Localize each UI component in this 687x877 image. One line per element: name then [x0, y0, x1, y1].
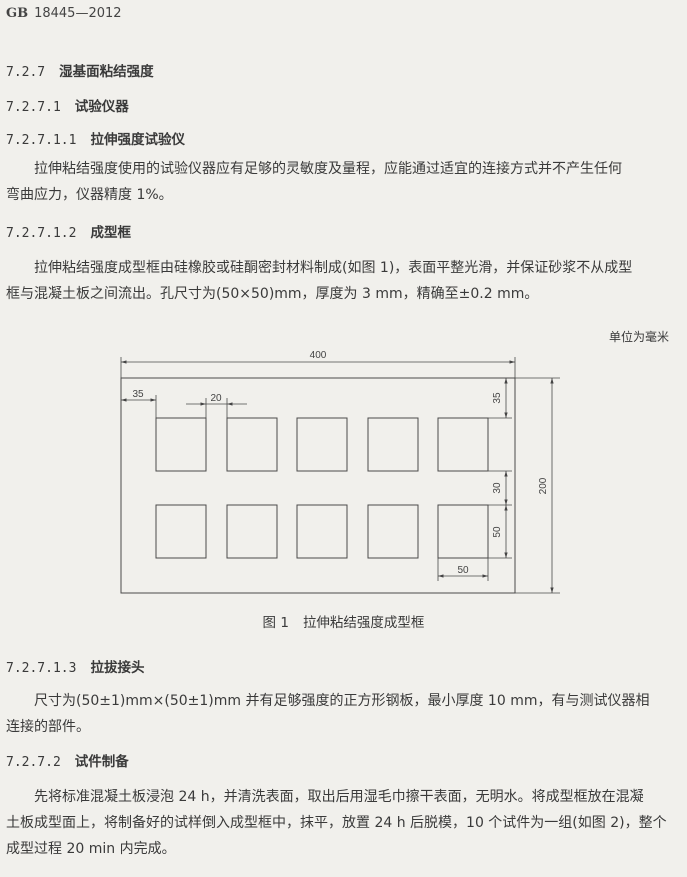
- hole: [296, 504, 348, 559]
- dim-width: 400: [310, 350, 327, 361]
- mold-frame-outline: [120, 377, 516, 594]
- standard-header: GB 18445—2012: [6, 6, 122, 21]
- unit-note: 单位为毫米: [608, 330, 669, 344]
- hole: [226, 417, 278, 472]
- hole: [437, 417, 489, 472]
- paragraph: 尺寸为(50±1)mm×(50±1)mm 并有足够强度的正方形钢板，最小厚度 1…: [6, 693, 650, 735]
- hole: [367, 417, 419, 472]
- hole: [226, 504, 278, 559]
- hole: [155, 417, 207, 472]
- paragraph: 拉伸粘结强度成型框由硅橡胶或硅酮密封材料制成(如图 1)，表面平整光滑，并保证砂…: [6, 260, 633, 302]
- dim-top-margin: 35: [492, 392, 503, 404]
- standard-number: 18445—2012: [34, 6, 122, 21]
- dim-row-gap: 30: [492, 482, 503, 494]
- paragraph: 拉伸粘结强度使用的试验仪器应有足够的灵敏度及量程，应能通过适宜的连接方式并不产生…: [6, 161, 622, 203]
- hole: [155, 504, 207, 559]
- dim-hole-side: 50: [492, 526, 503, 538]
- paragraph: 先将标准混凝土板浸泡 24 h，并清洗表面，取出后用湿毛巾擦干表面，无明水。将成…: [6, 789, 667, 857]
- dim-gap: 20: [210, 393, 222, 404]
- hole: [437, 504, 489, 559]
- dim-hole-width: 50: [457, 565, 469, 576]
- standard-code: GB: [6, 6, 29, 21]
- dim-height: 200: [538, 477, 549, 494]
- hole: [296, 417, 348, 472]
- dim-left-margin: 35: [132, 389, 144, 400]
- hole: [367, 504, 419, 559]
